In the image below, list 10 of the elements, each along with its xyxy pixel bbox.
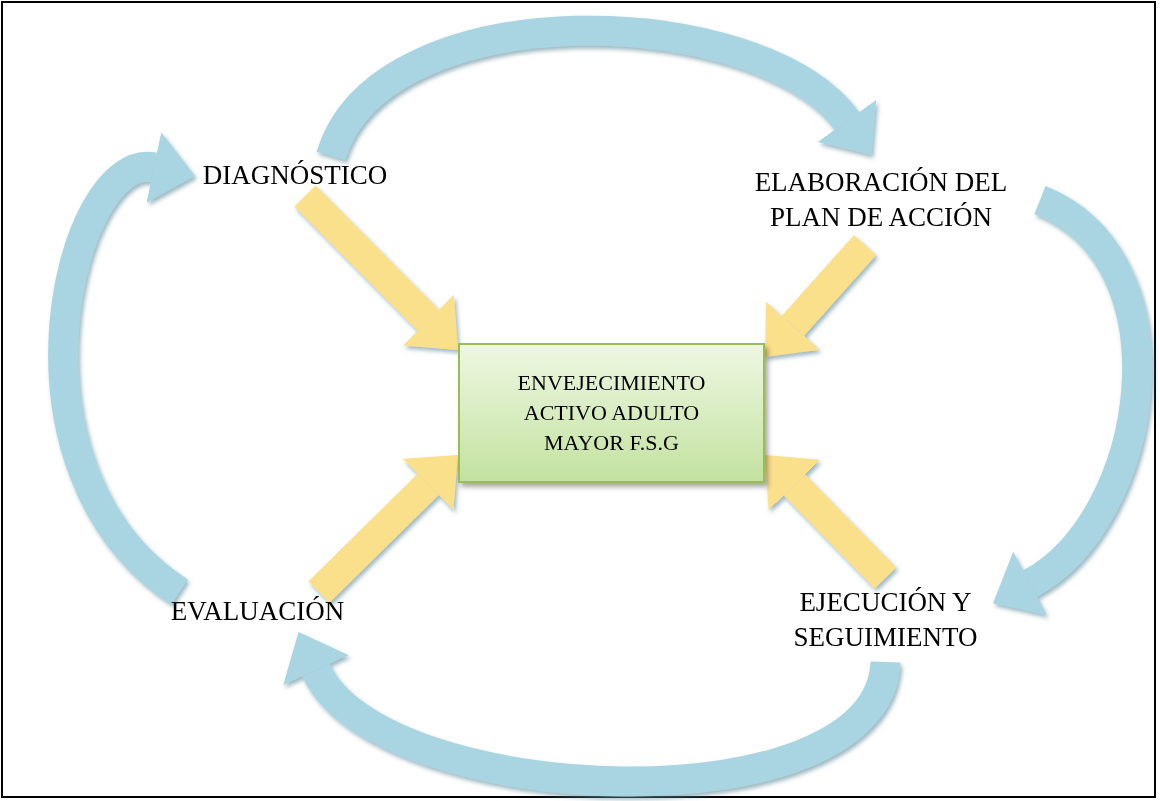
arrow xyxy=(294,185,458,350)
arrow xyxy=(48,131,196,604)
arrow xyxy=(765,235,877,357)
center-box: ENVEJECIMIENTO ACTIVO ADULTO MAYOR F.S.G xyxy=(458,343,765,483)
arrow xyxy=(308,455,458,603)
stage-label: DIAGNÓSTICO xyxy=(195,156,395,196)
stage-label: EVALUACIÓN xyxy=(155,592,360,632)
stage-label: ELABORACIÓN DEL PLAN DE ACCIÓN xyxy=(722,155,1040,245)
arrow xyxy=(765,455,897,589)
stage-label: EJECUCIÓN Y SEGUIMIENTO xyxy=(778,578,993,662)
